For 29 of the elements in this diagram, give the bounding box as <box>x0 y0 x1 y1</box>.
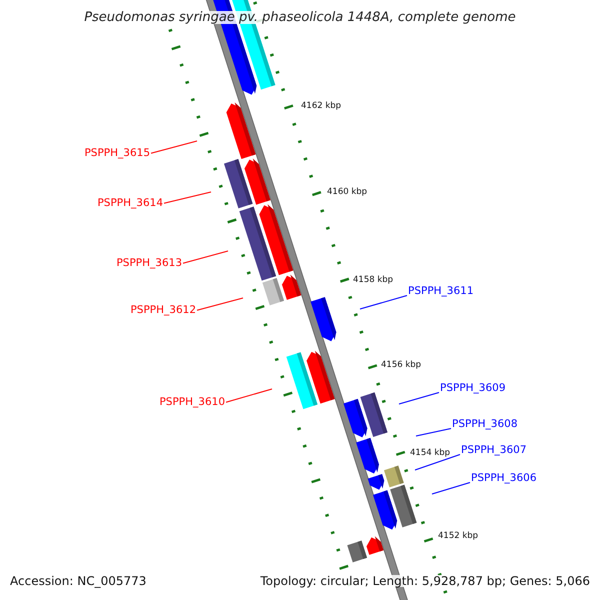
gene-label: PSPPH_3612 <box>130 305 196 316</box>
leader-line <box>164 192 212 204</box>
gene-label: PSPPH_3614 <box>97 198 163 208</box>
info-text: Topology: circular; Length: 5,928,787 bp; Genes: 5,066 <box>260 575 590 587</box>
scale-label: 4154 kbp <box>410 448 450 458</box>
gene-label: PSPPH_3608 <box>452 419 518 430</box>
gene-label: PSPPH_3611 <box>408 286 474 296</box>
leader-line <box>182 250 228 264</box>
scale-label: 4162 kbp <box>301 102 342 110</box>
leader-line <box>196 298 244 311</box>
gene-label: PSPPH_3615 <box>84 148 150 158</box>
info-text: Accession: NC_005773 <box>10 575 146 587</box>
leader-line <box>360 295 408 310</box>
leader-line <box>398 392 440 404</box>
leader-line <box>432 482 470 494</box>
scale-label: 4160 kbp <box>327 188 368 196</box>
gene-label: PSPPH_3610 <box>159 397 225 408</box>
title: Pseudomonas syringae pv. phaseolicola 1448A, complete genome <box>84 11 516 24</box>
gene-label: PSPPH_3607 <box>461 445 527 456</box>
leader-line <box>226 388 272 403</box>
leader-line <box>150 140 198 154</box>
leader-line <box>416 428 452 436</box>
gene-label: PSPPH_3613 <box>116 258 182 268</box>
leader-line <box>414 454 460 470</box>
gene-label: PSPPH_3606 <box>471 473 537 484</box>
gene-label: PSPPH_3609 <box>440 383 506 394</box>
scale-label: 4158 kbp <box>353 276 394 284</box>
scale-label: 4156 kbp <box>381 360 422 370</box>
scale-label: 4152 kbp <box>438 532 478 540</box>
